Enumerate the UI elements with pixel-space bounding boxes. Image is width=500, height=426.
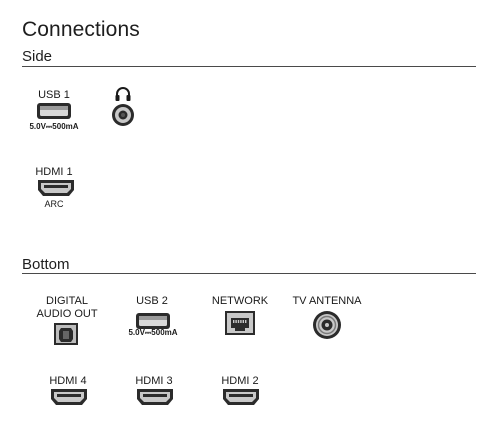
- usb-port-icon: [37, 103, 71, 119]
- section-divider-side: [22, 66, 476, 67]
- usb2-label: USB 2: [136, 295, 168, 307]
- usb2-spec: 5.0V⎓500mA: [128, 328, 178, 337]
- hdmi1-label: HDMI 1: [35, 166, 73, 178]
- usb1-spec: 5.0V⎓500mA: [29, 122, 79, 131]
- hdmi-port-icon: [137, 389, 173, 405]
- digital-audio-label-line2: AUDIO OUT: [36, 308, 98, 320]
- coax-port-icon: [313, 311, 341, 339]
- section-heading-side: Side: [22, 48, 53, 65]
- optical-port-icon: [54, 323, 78, 345]
- section-divider-bottom: [22, 273, 476, 274]
- hdmi-port-icon: [223, 389, 259, 405]
- headphones-icon: [115, 87, 131, 101]
- tv-antenna-label: TV ANTENNA: [292, 295, 362, 307]
- usb1-label: USB 1: [38, 89, 70, 101]
- network-label: NETWORK: [211, 295, 269, 307]
- audio-jack-icon: [112, 104, 134, 126]
- section-heading-bottom: Bottom: [22, 256, 70, 273]
- hdmi-port-icon: [38, 180, 74, 196]
- hdmi4-label: HDMI 4: [49, 375, 87, 387]
- ethernet-port-icon: [225, 311, 255, 335]
- hdmi2-label: HDMI 2: [221, 375, 259, 387]
- page-title: Connections: [22, 18, 140, 41]
- hdmi1-arc-label: ARC: [44, 199, 64, 209]
- usb-port-icon: [136, 313, 170, 329]
- hdmi3-label: HDMI 3: [135, 375, 173, 387]
- digital-audio-label-line1: DIGITAL: [46, 295, 88, 307]
- hdmi-port-icon: [51, 389, 87, 405]
